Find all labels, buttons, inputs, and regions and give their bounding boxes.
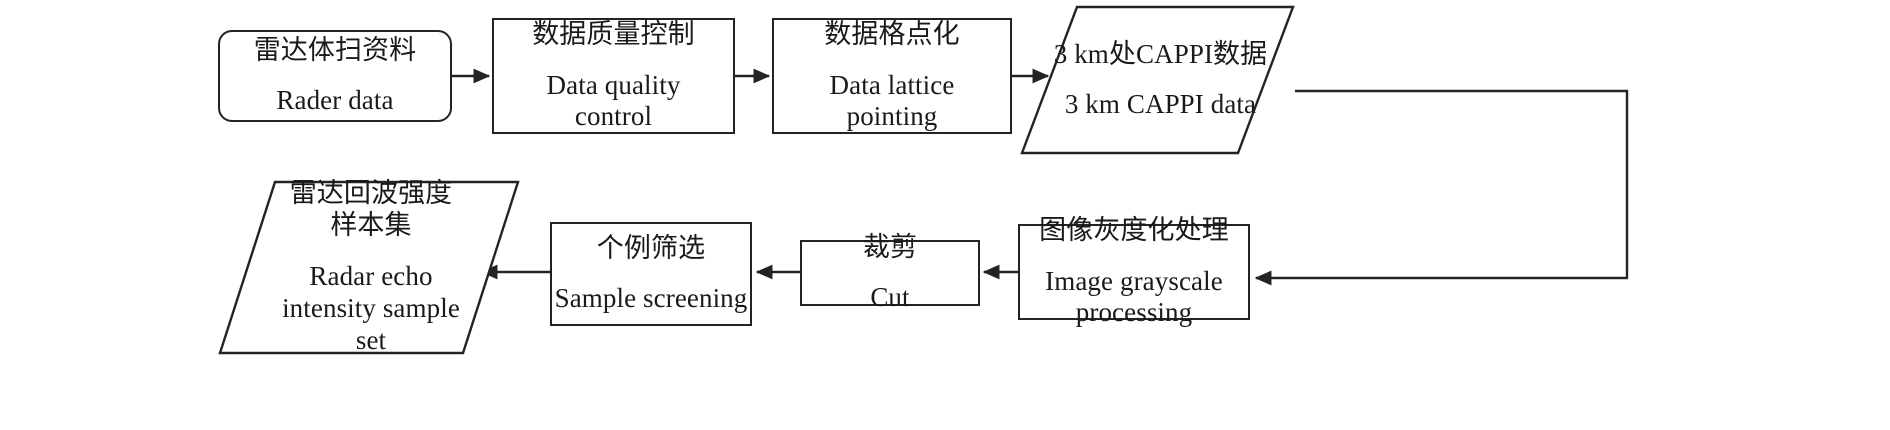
node-cut-label-en: Cut <box>870 282 910 313</box>
node-cut-label: 裁剪 Cut <box>863 213 917 333</box>
node-radar-data-label-cn: 雷达体扫资料 <box>253 34 417 65</box>
node-radar-echo-sample-set-label-cn: 雷达回波强度 样本集 <box>289 178 453 241</box>
node-data-lattice-pointing[interactable]: 数据格点化 Data lattice pointing <box>772 18 1012 134</box>
node-cappi-data-label: 3 km处CAPPI数据 3 km CAPPI data <box>1054 20 1267 140</box>
node-radar-echo-sample-set-label-en: Radar echo intensity sample set <box>282 261 460 355</box>
parallelogram-shape-cappi <box>1020 5 1295 155</box>
node-radar-data-label: 雷达体扫资料 Rader data <box>254 16 417 136</box>
node-data-lattice-pointing-label: 数据格点化 Data lattice pointing <box>824 0 960 152</box>
node-cut[interactable]: 裁剪 Cut <box>800 232 980 312</box>
node-cappi-data-label-cn: 3 km处CAPPI数据 <box>1053 38 1268 69</box>
node-image-grayscale-processing-label-en: Image grayscale processing <box>1045 265 1223 328</box>
node-data-lattice-pointing-label-en: Data lattice pointing <box>829 69 955 132</box>
node-data-quality-control-label-en: Data quality control <box>546 69 681 132</box>
connector-cappi-to-image-grayscale <box>1254 89 1629 286</box>
node-sample-screening-label-cn: 个例筛选 <box>596 232 706 263</box>
node-radar-echo-sample-set-label: 雷达回波强度 样本集 Radar echo intensity sample s… <box>282 160 460 376</box>
node-radar-data-label-en: Rader data <box>276 85 394 116</box>
node-cut-label-cn: 裁剪 <box>862 231 918 262</box>
node-sample-screening[interactable]: 个例筛选 Sample screening <box>550 222 752 326</box>
node-sample-screening-label: 个例筛选 Sample screening <box>555 214 748 334</box>
node-data-quality-control-label: 数据质量控制 Data quality control <box>532 0 695 152</box>
node-image-grayscale-processing-label-cn: 图像灰度化处理 <box>1039 214 1229 245</box>
node-image-grayscale-processing[interactable]: 图像灰度化处理 Image grayscale processing <box>1018 215 1250 327</box>
node-radar-echo-sample-set[interactable]: 雷达回波强度 样本集 Radar echo intensity sample s… <box>218 178 520 355</box>
parallelogram-shape-sample-set <box>218 180 520 355</box>
node-data-quality-control-label-cn: 数据质量控制 <box>532 18 695 49</box>
node-cappi-data-label-en: 3 km CAPPI data <box>1064 89 1257 120</box>
node-image-grayscale-processing-label: 图像灰度化处理 Image grayscale processing <box>1039 196 1229 348</box>
node-radar-data[interactable]: 雷达体扫资料 Rader data <box>218 30 452 122</box>
node-data-lattice-pointing-label-cn: 数据格点化 <box>824 18 960 49</box>
node-sample-screening-label-en: Sample screening <box>554 283 748 314</box>
node-data-quality-control[interactable]: 数据质量控制 Data quality control <box>492 18 735 134</box>
node-cappi-data[interactable]: 3 km处CAPPI数据 3 km CAPPI data <box>1020 5 1295 155</box>
